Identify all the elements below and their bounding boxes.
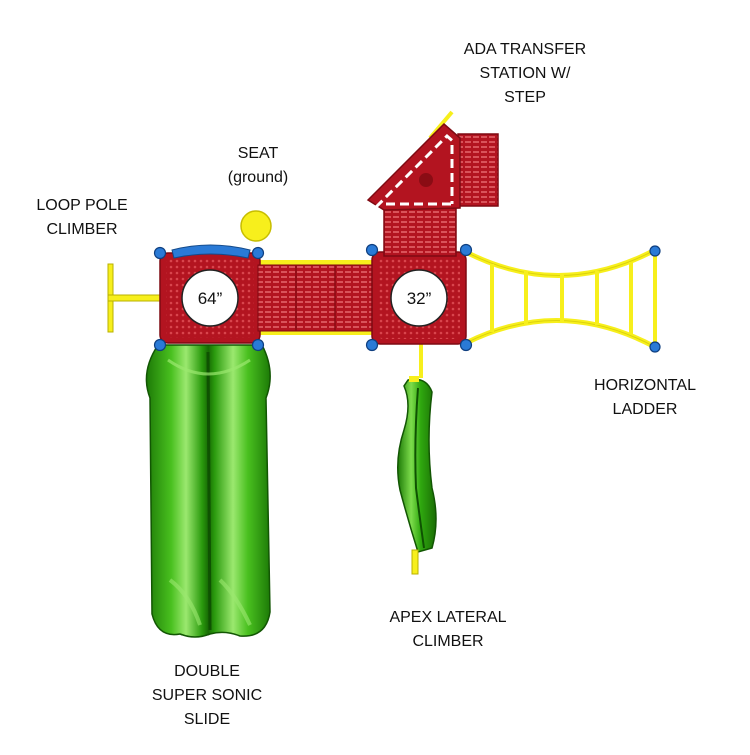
height-label-left: 64”	[198, 289, 223, 308]
post-clamps	[153, 243, 661, 353]
apex-lateral-climber	[397, 376, 437, 575]
label-double-super-sonic-slide: DOUBLE SUPER SONIC SLIDE	[151, 663, 263, 728]
entry-barrier	[171, 244, 251, 259]
label-loop-pole-climber: LOOP POLE CLIMBER	[36, 197, 128, 238]
horizontal-ladder	[464, 247, 657, 350]
label-seat: SEAT (ground)	[227, 145, 289, 186]
bridge	[257, 264, 375, 332]
label-ada-transfer-station: ADA TRANSFER STATION W/ STEP	[463, 41, 587, 106]
label-horizontal-ladder: HORIZONTAL LADDER	[594, 377, 696, 418]
height-label-right: 32”	[407, 289, 432, 308]
frame-beams	[255, 260, 423, 378]
deck-left	[159, 252, 261, 344]
height-marker-right: 32”	[390, 269, 448, 327]
ada-transfer-station	[366, 110, 499, 257]
label-apex-lateral-climber: APEX LATERAL CLIMBER	[389, 609, 507, 650]
double-super-sonic-slide	[145, 344, 271, 638]
seat	[240, 210, 272, 242]
loop-pole-climber	[107, 263, 165, 333]
height-marker-left: 64”	[181, 269, 239, 327]
